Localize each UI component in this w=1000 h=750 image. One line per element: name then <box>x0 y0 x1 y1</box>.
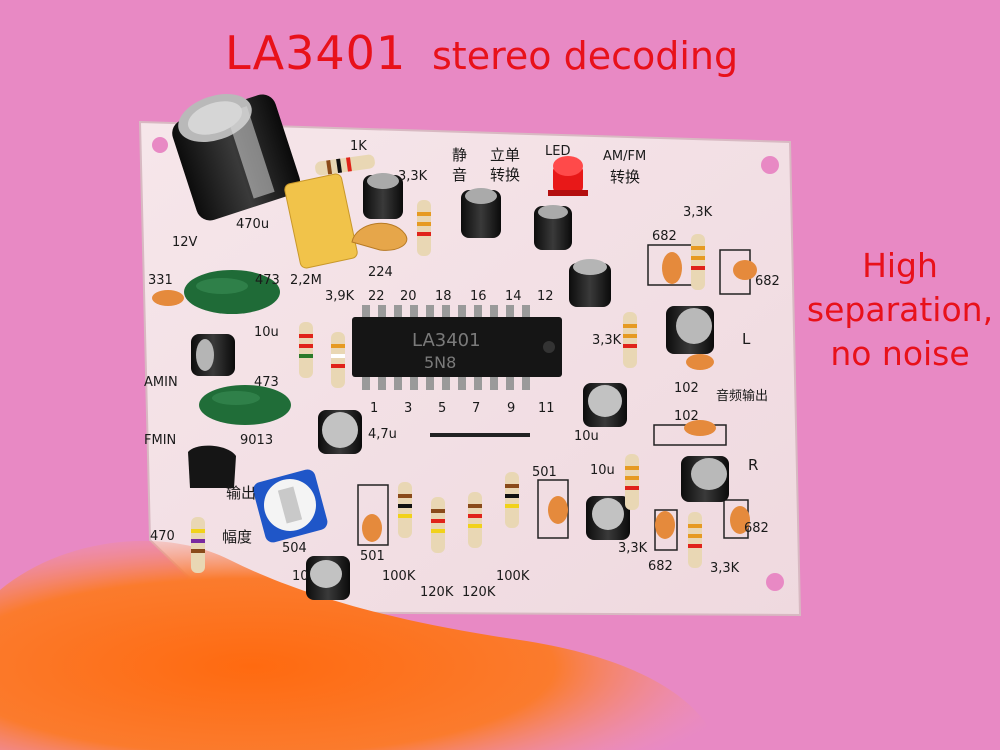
pin-7: 7 <box>472 401 480 416</box>
green-capacitors <box>184 270 291 425</box>
label-682-bottom-right: 682 <box>744 521 769 536</box>
label-682-bottom: 682 <box>648 559 673 574</box>
mount-hole <box>766 573 784 591</box>
label-10-bottom: 10 <box>292 569 309 584</box>
label-10u-c: 10u <box>590 463 615 478</box>
label-10u-a: 10u <box>254 325 279 340</box>
label-9013: 9013 <box>240 433 273 448</box>
mount-hole <box>152 137 168 153</box>
silkscreen-labels: 1K 3,3K 静 音 立单 转换 LED AM/FM 转换 470u 12V … <box>144 139 780 600</box>
label-mute-1: 静 <box>452 146 467 164</box>
label-473-a: 473 <box>255 273 280 288</box>
trim-potentiometer <box>253 469 328 543</box>
label-output-level-2: 幅度 <box>222 528 252 546</box>
pin-3: 3 <box>404 401 412 416</box>
label-12v: 12V <box>172 235 198 250</box>
label-switch: 转换 <box>490 166 520 184</box>
mount-hole <box>761 156 779 174</box>
label-682-top: 682 <box>652 229 677 244</box>
overlay-description: stereo decoding <box>432 34 739 78</box>
pin-20: 20 <box>400 289 417 304</box>
label-100k-b: 100K <box>496 569 530 584</box>
pin-22: 22 <box>368 289 385 304</box>
small-electrolytic-capacitors <box>191 173 729 600</box>
resistors <box>191 154 705 573</box>
overlay-chip-title: LA3401 <box>225 26 407 80</box>
label-3k3-mid: 3,3K <box>592 333 622 348</box>
side-note-line-3: no noise <box>830 334 970 373</box>
label-3k3-bottom-right: 3,3K <box>710 561 740 576</box>
overlay-side-note: High separation, no noise <box>800 244 1000 376</box>
ceramic-disc-capacitors <box>152 252 757 542</box>
side-note-line-2: separation, <box>806 290 994 329</box>
label-120k-b: 120K <box>462 585 496 600</box>
label-2-2m: 2,2M <box>290 273 322 288</box>
label-audio-output: 音频输出 <box>716 388 768 404</box>
chip-marking-lot-code: 5N8 <box>424 353 456 372</box>
transistor-9013 <box>188 445 236 488</box>
label-led: LED <box>545 144 570 159</box>
label-1k: 1K <box>350 139 367 154</box>
label-331: 331 <box>148 273 173 288</box>
pin-9: 9 <box>507 401 515 416</box>
chip-marking-part-number: LA3401 <box>412 330 481 351</box>
blurred-orange-object <box>0 540 720 750</box>
label-100k-a: 100K <box>382 569 416 584</box>
label-mute-2: 音 <box>452 166 467 184</box>
capacitor-470u <box>172 94 301 221</box>
pin-1: 1 <box>370 401 378 416</box>
pin-14: 14 <box>505 289 522 304</box>
pin-11: 11 <box>538 401 555 416</box>
label-504: 504 <box>282 541 307 556</box>
label-am-in: AMIN <box>144 375 178 390</box>
label-3k3-bottom: 3,3K <box>618 541 648 556</box>
label-224: 224 <box>368 265 393 280</box>
label-fm-in: FMIN <box>144 433 176 448</box>
side-note-line-1: High <box>862 246 938 285</box>
la3401-ic: LA3401 5N8 <box>352 305 562 390</box>
label-473-b: 473 <box>254 375 279 390</box>
label-120k-a: 120K <box>420 585 454 600</box>
red-led <box>548 156 588 196</box>
pin-18: 18 <box>435 289 452 304</box>
label-3k3-top: 3,3K <box>398 169 428 184</box>
label-501-b: 501 <box>360 549 385 564</box>
label-102-b: 102 <box>674 409 699 424</box>
yellow-film-capacitor <box>284 173 358 269</box>
label-682-top-right: 682 <box>755 274 780 289</box>
ceramic-capacitor-224 <box>351 222 408 251</box>
label-102-a: 102 <box>674 381 699 396</box>
label-4-7u: 4,7u <box>368 427 397 442</box>
label-470u: 470u <box>236 217 269 232</box>
label-501-a: 501 <box>532 465 557 480</box>
label-am-fm-switch: 转换 <box>610 168 640 186</box>
label-470: 470 <box>150 529 175 544</box>
label-left-output: L <box>742 330 751 348</box>
label-3k3-right-top: 3,3K <box>683 205 713 220</box>
label-3-9k: 3,9K <box>325 289 355 304</box>
label-stereo-mono: 立单 <box>490 146 520 164</box>
label-am-fm: AM/FM <box>603 149 646 164</box>
label-10u-b: 10u <box>574 429 599 444</box>
pin-16: 16 <box>470 289 487 304</box>
pin-5: 5 <box>438 401 446 416</box>
label-right-output: R <box>748 456 758 474</box>
pin-12: 12 <box>537 289 554 304</box>
label-output-level-1: 输出 <box>226 484 256 502</box>
